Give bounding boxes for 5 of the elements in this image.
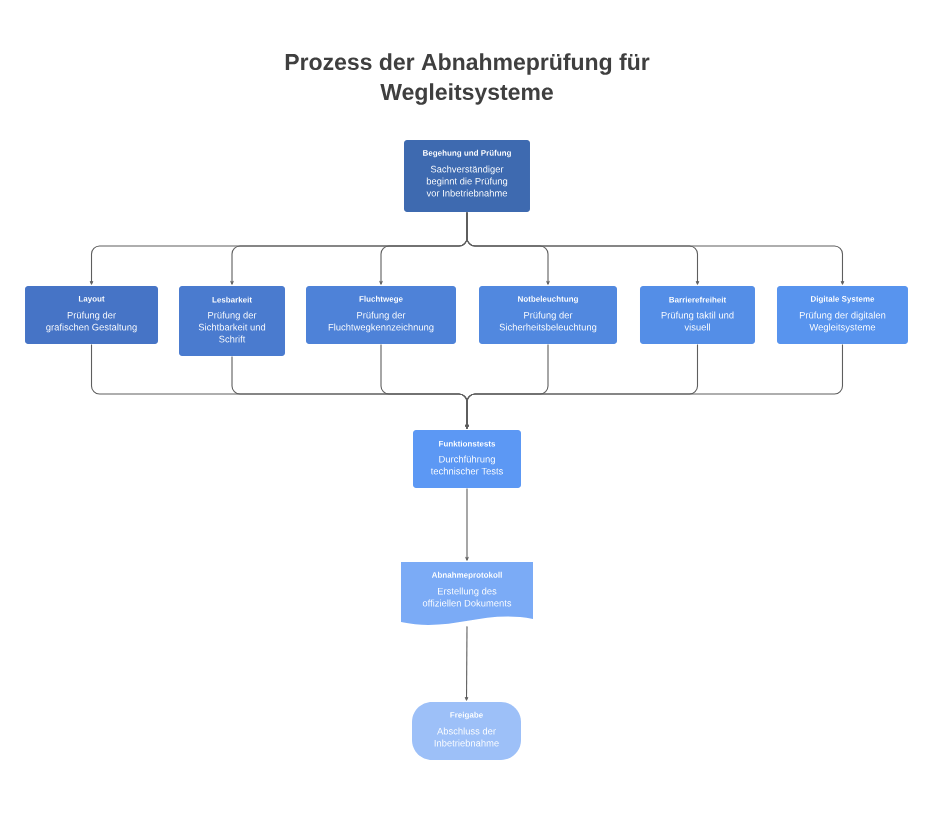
arrow — [465, 343, 844, 429]
title: Prozess der Abnahmeprüfung für Wegleitsysteme — [285, 53, 650, 105]
arrow — [464, 625, 469, 701]
arrow — [466, 211, 845, 285]
arrow — [465, 487, 469, 561]
